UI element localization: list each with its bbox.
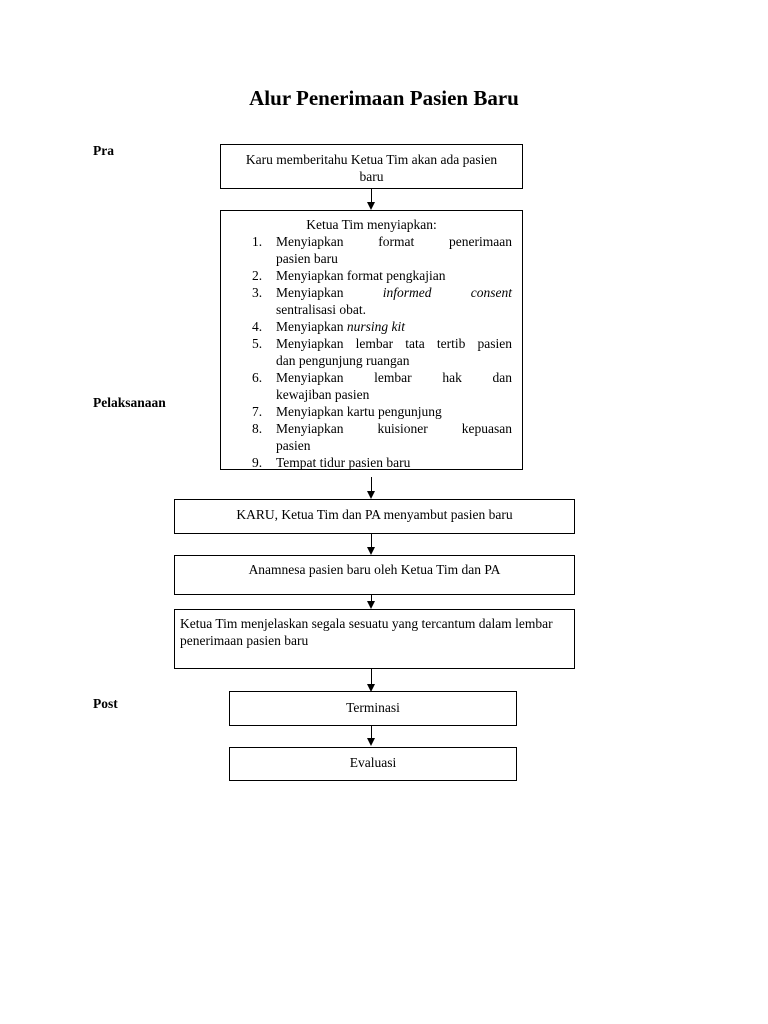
list-item-line: pasien baru [276, 251, 338, 266]
list-item: 4. Menyiapkan nursing kit [221, 318, 522, 335]
evaluation-text: Evaluasi [349, 755, 397, 770]
arrow-3-shaft [370, 534, 372, 547]
anamnesis-text: Anamnesa pasien baru oleh Ketua Tim dan … [248, 562, 501, 577]
arrow-6-shaft [370, 726, 372, 738]
arrow-1-head [367, 202, 375, 210]
list-item: 7. Menyiapkan kartu pengunjung [221, 403, 522, 420]
list-item-number: 7. [252, 404, 263, 419]
list-item-line: kewajiban pasien [276, 387, 370, 402]
phase-label-pra: Pra [93, 143, 114, 158]
list-item-number: 6. [252, 370, 263, 385]
arrow-1-shaft [370, 189, 372, 202]
list-item-text: Menyiapkan format pengkajian [276, 268, 446, 283]
list-item-line: dan pengunjung ruangan [276, 353, 410, 368]
list-item-line: Menyiapkan format penerimaan [276, 234, 512, 249]
welcome-box: KARU, Ketua Tim dan PA menyambut pasien … [174, 499, 575, 534]
list-item-line: sentralisasi obat. [276, 302, 366, 317]
welcome-text: KARU, Ketua Tim dan PA menyambut pasien … [236, 507, 513, 522]
list-item-text: Menyiapkan [276, 319, 344, 334]
arrow-6-head [367, 738, 375, 746]
list-item-line: Menyiapkan lembar hak dan [276, 370, 512, 385]
prepare-box: Ketua Tim menyiapkan: 1. Menyiapkan forma… [220, 210, 523, 470]
list-item-line: Menyiapkan lembar tata tertib pasien [276, 336, 512, 351]
list-item-number: 4. [252, 319, 263, 334]
arrow-2-head [367, 491, 375, 499]
explain-box: Ketua Tim menjelaskan segala sesuatu yan… [174, 609, 575, 669]
arrow-4-shaft [370, 595, 372, 601]
list-item: 1. Menyiapkan format penerimaan pasien bar… [221, 233, 522, 267]
notify-text: Karu memberitahu Ketua Tim akan ada pasi… [245, 152, 498, 184]
prepare-heading: Ketua Tim menyiapkan: [306, 217, 437, 232]
evaluation-box: Evaluasi [229, 747, 517, 781]
arrow-5-head [367, 684, 375, 692]
arrow-3-head [367, 547, 375, 555]
list-item-text: Menyiapkan kartu pengunjung [276, 404, 442, 419]
phase-label-pelaksanaan: Pelaksanaan [93, 395, 166, 410]
list-item-line: Menyiapkan nursing kit [276, 319, 405, 334]
list-item: 9. Tempat tidur pasien baru [221, 454, 522, 471]
arrow-2-shaft [370, 477, 372, 491]
list-item-italic-term: nursing kit [346, 319, 405, 334]
list-item-number: 2. [252, 268, 263, 283]
arrow-4-head [367, 601, 375, 609]
list-item-italic-term: informed consent [382, 285, 512, 300]
page-title: Alur Penerimaan Pasien Baru [249, 86, 519, 110]
list-item-text: Tempat tidur pasien baru [276, 455, 411, 470]
explain-text: Ketua Tim menjelaskan segala sesuatu yan… [180, 616, 553, 648]
arrow-5-shaft [370, 669, 372, 684]
list-item: 6. Menyiapkan lembar hak dan kewajiban pas… [221, 369, 522, 403]
list-item: 5. Menyiapkan lembar tata tertib pasien da… [221, 335, 522, 369]
termination-text: Terminasi [346, 700, 400, 715]
list-item-line: pasien [276, 438, 311, 453]
list-item-number: 9. [252, 455, 263, 470]
list-item-number: 5. [252, 336, 263, 351]
list-item-text: Menyiapkan [276, 285, 344, 300]
prepare-list: 1. Menyiapkan format penerimaan pasien bar… [221, 233, 522, 471]
list-item-number: 3. [252, 285, 263, 300]
list-item-number: 1. [252, 234, 263, 249]
notify-box: Karu memberitahu Ketua Tim akan ada pasi… [220, 144, 523, 189]
list-item: 8. Menyiapkan kuisioner kepuasan pasien [221, 420, 522, 454]
list-item: 2. Menyiapkan format pengkajian [221, 267, 522, 284]
phase-label-post: Post [93, 696, 118, 711]
list-item-number: 8. [252, 421, 263, 436]
list-item-line: Menyiapkan kuisioner kepuasan [276, 421, 512, 436]
termination-box: Terminasi [229, 691, 517, 726]
list-item-line: Menyiapkan informed consent [276, 284, 512, 301]
anamnesis-box: Anamnesa pasien baru oleh Ketua Tim dan … [174, 555, 575, 595]
